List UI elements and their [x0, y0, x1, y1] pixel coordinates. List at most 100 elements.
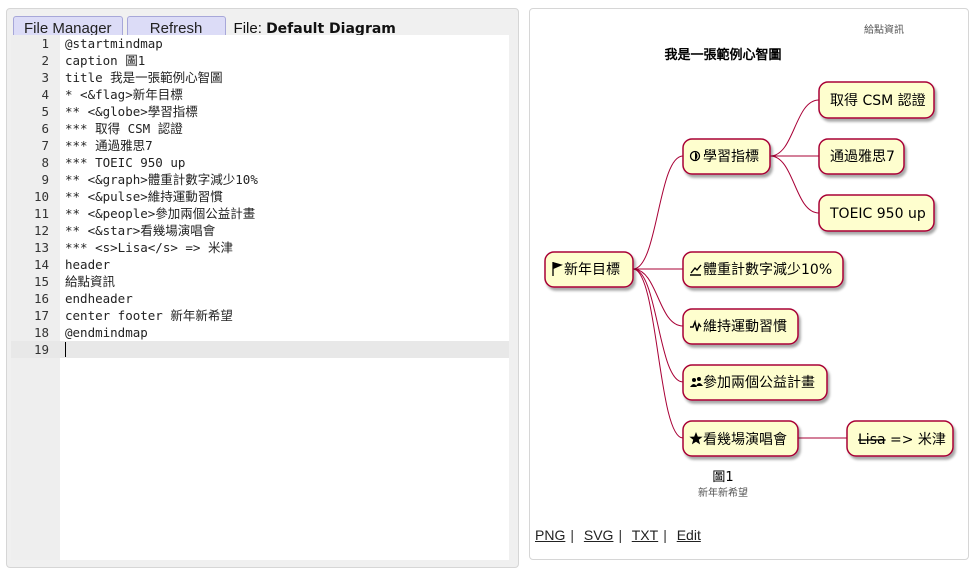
code-text: 給點資訊 [65, 274, 116, 289]
file-label: File: Default Diagram [234, 20, 396, 37]
code-text: ** <&star>看幾場演唱會 [65, 223, 216, 238]
mindmap-leaf-toeic: TOEIC 950 up [818, 194, 935, 232]
code-text: caption 圖1 [65, 53, 146, 68]
editor-line[interactable]: 7 *** 通過雅思7 [11, 137, 509, 154]
png-link[interactable]: PNG [535, 527, 566, 543]
line-number: 14 [33, 257, 49, 272]
graph-icon [690, 264, 702, 276]
people-icon [690, 377, 703, 387]
mindmap-leaf-csm: 取得 CSM 認證 [818, 81, 935, 119]
code-editor[interactable]: 1 @startmindmap 2 caption 圖1 3 title 我是一張範例心智… [11, 35, 509, 560]
editor-line[interactable]: 6 *** 取得 CSM 認證 [11, 120, 509, 137]
line-number: 1 [41, 36, 49, 51]
mindmap-branch-weight: 體重計數字減少10% [682, 251, 844, 288]
mindmap-leaf-ielts: 通過雅思7 [818, 138, 905, 175]
leaf-label-toeic: TOEIC 950 up [829, 206, 926, 222]
editor-line[interactable]: 4 * <&flag>新年目標 [11, 86, 509, 103]
diagram-footer: 新年新希望 [698, 486, 748, 499]
line-number-gutter [11, 35, 60, 560]
diagram-caption: 圖1 [712, 470, 733, 485]
link-separator: | [663, 527, 667, 543]
leaf-label-lisa: Lisa => 米津 [858, 432, 946, 448]
line-number: 3 [41, 70, 49, 85]
code-text: *** 取得 CSM 認證 [65, 121, 183, 136]
code-text: center footer 新年新希望 [65, 308, 233, 323]
code-text: *** TOEIC 950 up [65, 155, 186, 170]
text-cursor [65, 342, 66, 357]
editor-line[interactable]: 5 ** <&globe>學習指標 [11, 103, 509, 120]
mindmap-link-root-0 [632, 155, 684, 270]
line-number: 5 [41, 104, 49, 119]
editor-lines: 1 @startmindmap 2 caption 圖1 3 title 我是一張範例心智… [11, 35, 509, 358]
file-name: Default Diagram [266, 20, 396, 37]
code-text: *** <s>Lisa</s> => 米津 [65, 240, 233, 255]
pulse-icon [690, 319, 702, 332]
code-text: ** <&globe>學習指標 [65, 104, 198, 119]
editor-line[interactable]: 1 @startmindmap [11, 35, 509, 52]
leaf-label-ielts: 通過雅思7 [830, 149, 895, 165]
mindmap-link-root-4 [632, 268, 684, 439]
code-text: header [65, 257, 111, 272]
leaf-label-csm: 取得 CSM 認證 [830, 92, 926, 109]
mindmap-link-root-3 [632, 268, 684, 383]
branch-label-charity: 參加兩個公益計畫 [703, 375, 815, 391]
star-icon [689, 432, 703, 445]
editor-line[interactable]: 10** <&pulse>維持運動習慣 [11, 188, 509, 205]
mindmap-branch-concert: 看幾場演唱會 [682, 420, 799, 457]
code-text: title 我是一張範例心智圖 [65, 70, 223, 85]
mindmap-link-study-2 [769, 155, 820, 214]
svg-link[interactable]: SVG [583, 527, 614, 543]
branch-label-exercise: 維持運動習慣 [703, 318, 787, 335]
line-number: 2 [41, 53, 49, 68]
export-links: PNG| SVG| TXT| Edit [535, 527, 701, 543]
line-number: 13 [33, 240, 49, 255]
line-number: 9 [41, 172, 49, 187]
line-number: 7 [41, 138, 49, 153]
mindmap-diagram: 給點資訊 我是一張範例心智圖 新年目標 學習指標 體重計數字減少10% 維持運動… [544, 23, 954, 499]
diagram-header: 給點資訊 [864, 23, 904, 36]
branch-label-study: 學習指標 [703, 149, 759, 165]
editor-line[interactable]: 19 [11, 341, 509, 358]
root-label: 新年目標 [564, 262, 620, 278]
editor-line[interactable]: 11** <&people>參加兩個公益計畫 [11, 205, 509, 222]
file-label-prefix: File: [233, 19, 262, 37]
leaf-label-lisa-strike: Lisa [858, 432, 886, 448]
mindmap-links [632, 99, 847, 439]
txt-link[interactable]: TXT [631, 527, 659, 543]
link-separator: | [618, 527, 623, 543]
editor-line[interactable]: 16 endheader [11, 290, 509, 307]
editor-line[interactable]: 2 caption 圖1 [11, 52, 509, 69]
line-number: 10 [33, 189, 49, 204]
code-text: ** <&graph>體重計數字減少10% [65, 172, 258, 187]
code-text: ** <&people>參加兩個公益計畫 [65, 206, 256, 221]
edit-link[interactable]: Edit [676, 527, 701, 543]
mindmap-branch-charity: 參加兩個公益計畫 [682, 364, 828, 401]
code-text: *** 通過雅思7 [65, 138, 153, 153]
line-number: 19 [33, 342, 49, 357]
line-number: 16 [33, 291, 49, 306]
line-number: 6 [41, 121, 49, 136]
code-text: @endmindmap [65, 325, 148, 340]
branch-label-weight: 體重計數字減少10% [703, 261, 832, 278]
editor-line[interactable]: 13 *** <s>Lisa</s> => 米津 [11, 239, 509, 256]
line-number: 4 [41, 87, 49, 102]
code-text: endheader [65, 291, 133, 306]
mindmap-link-root-2 [632, 268, 684, 327]
branch-label-concert: 看幾場演唱會 [703, 432, 787, 448]
code-text: * <&flag>新年目標 [65, 87, 183, 102]
editor-line[interactable]: 9 ** <&graph>體重計數字減少10% [11, 171, 509, 188]
link-separator: | [570, 527, 574, 543]
flag-icon [552, 262, 563, 276]
line-number: 8 [41, 155, 49, 170]
editor-line[interactable]: 8 *** TOEIC 950 up [11, 154, 509, 171]
editor-line[interactable]: 18 @endmindmap [11, 324, 509, 341]
code-text: @startmindmap [65, 36, 163, 51]
line-number: 18 [33, 325, 49, 340]
editor-line[interactable]: 12 ** <&star>看幾場演唱會 [11, 222, 509, 239]
line-number: 12 [33, 223, 49, 238]
leaf-label-lisa-rest: => 米津 [886, 432, 946, 448]
editor-line[interactable]: 14 header [11, 256, 509, 273]
editor-line[interactable]: 3 title 我是一張範例心智圖 [11, 69, 509, 86]
